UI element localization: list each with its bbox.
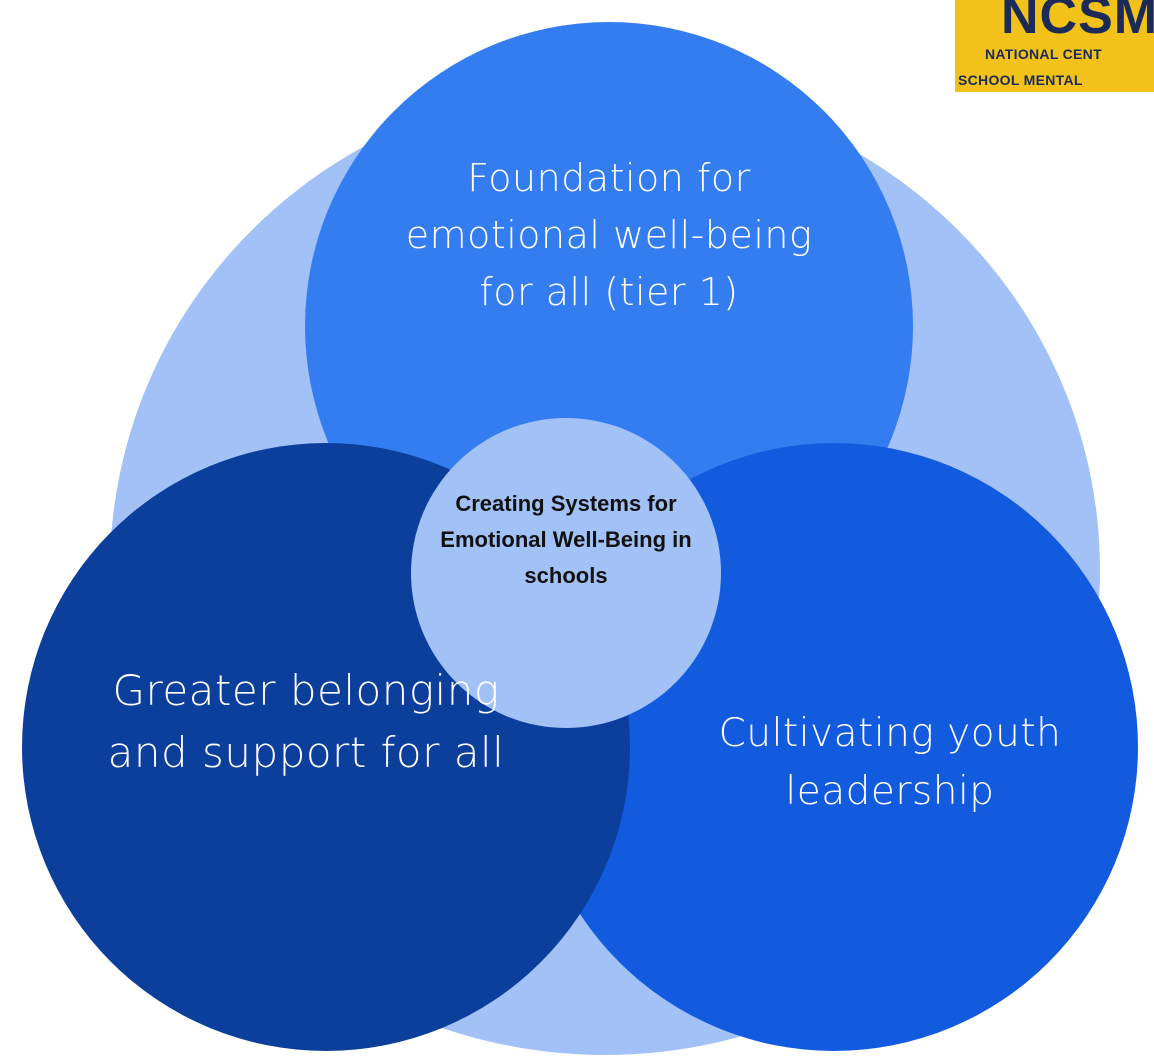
logo-text-line-2: SCHOOL MENTAL (958, 72, 1083, 88)
logo-text-line-1: NATIONAL CENT (985, 46, 1102, 62)
logo-mark: NCSM (1001, 0, 1154, 45)
center-circle (411, 418, 721, 728)
left-circle-label: Greater belonging and support for all (107, 666, 505, 777)
logo-swoosh-icon (963, 0, 998, 38)
ncsmh-logo: NCSM NATIONAL CENT SCHOOL MENTAL (955, 0, 1154, 92)
center-circle-label: Creating Systems for Emotional Well-Bein… (440, 491, 692, 588)
right-circle-label: Cultivating youth leadership (718, 711, 1062, 814)
top-circle-label: Foundation for emotional well-being for … (405, 156, 813, 314)
